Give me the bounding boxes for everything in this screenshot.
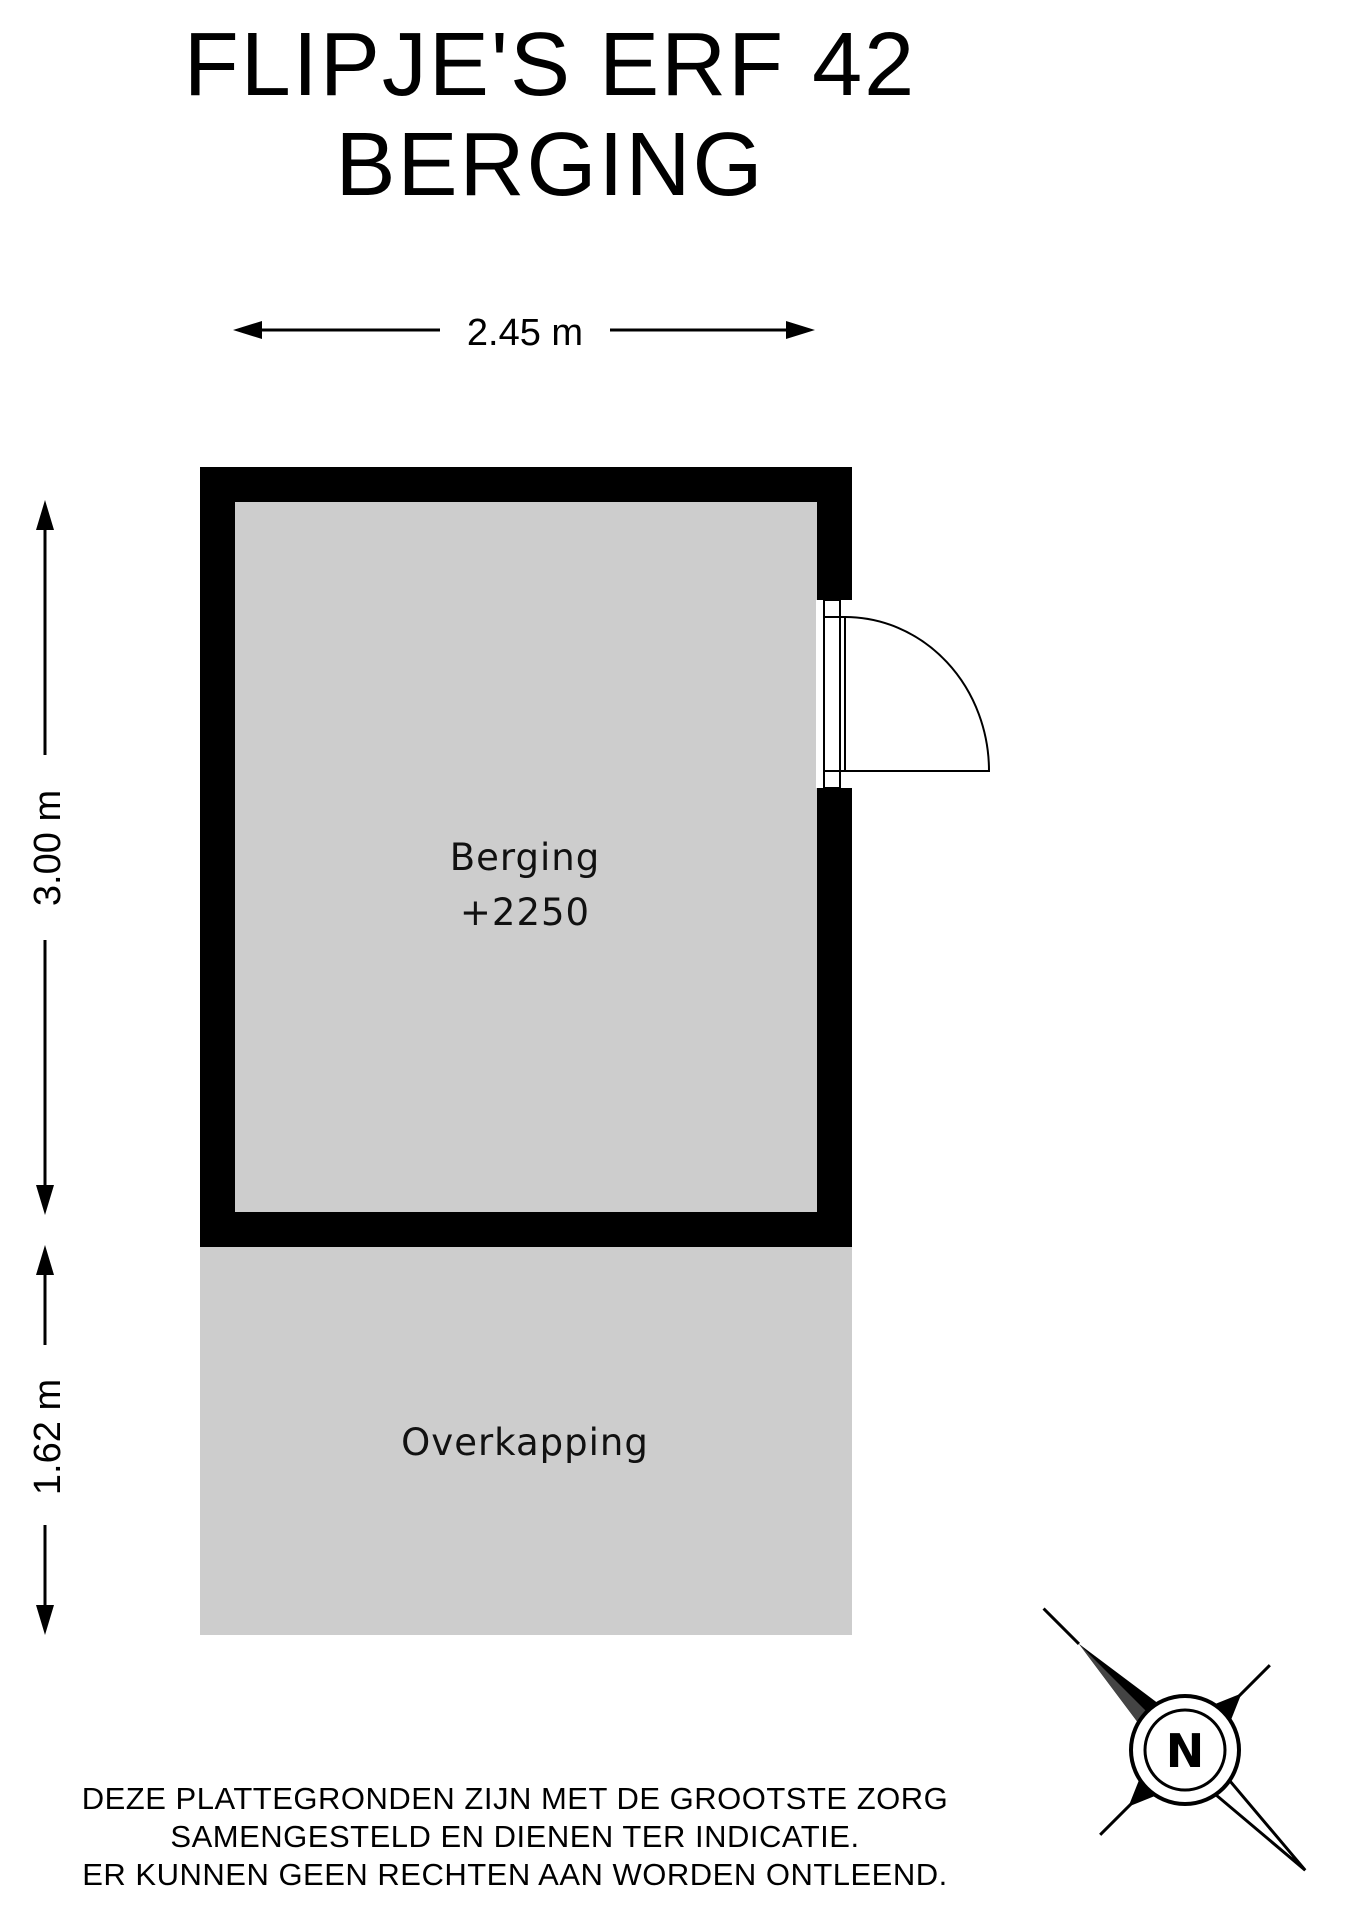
compass-letter: N bbox=[1166, 1724, 1205, 1778]
door-swing-arc bbox=[840, 616, 991, 772]
room-name-overkapping: Overkapping bbox=[401, 1421, 649, 1464]
width-label: 2.45 m bbox=[467, 312, 583, 354]
room-floor bbox=[235, 502, 817, 1212]
door-frame bbox=[823, 599, 841, 789]
canopy-height-label: 1.62 m bbox=[27, 1379, 69, 1495]
disclaimer-line: ER KUNNEN GEEN RECHTEN AAN WORDEN ONTLEE… bbox=[82, 1857, 948, 1892]
compass-icon: N bbox=[1042, 1607, 1307, 1872]
disclaimer: DEZE PLATTEGRONDEN ZIJN MET DE GROOTSTE … bbox=[0, 1780, 1030, 1894]
width-dimension: 2.45 m bbox=[233, 312, 815, 354]
door-leaf bbox=[839, 616, 846, 772]
canopy-height-dimension: 1.62 m bbox=[27, 1245, 69, 1635]
room-height-label: 3.00 m bbox=[27, 790, 69, 906]
room-level-berging: +2250 bbox=[460, 891, 590, 934]
disclaimer-line: SAMENGESTELD EN DIENEN TER INDICATIE. bbox=[170, 1819, 860, 1854]
disclaimer-line: DEZE PLATTEGRONDEN ZIJN MET DE GROOTSTE … bbox=[81, 1781, 949, 1816]
compass-south-point bbox=[1212, 1777, 1307, 1872]
page-title: FLIPJE'S ERF 42 bbox=[183, 15, 917, 115]
page-subtitle: BERGING bbox=[335, 115, 765, 215]
room-name-berging: Berging bbox=[450, 836, 600, 879]
room-height-dimension: 3.00 m bbox=[27, 500, 69, 1215]
canopy-area bbox=[200, 1245, 852, 1635]
